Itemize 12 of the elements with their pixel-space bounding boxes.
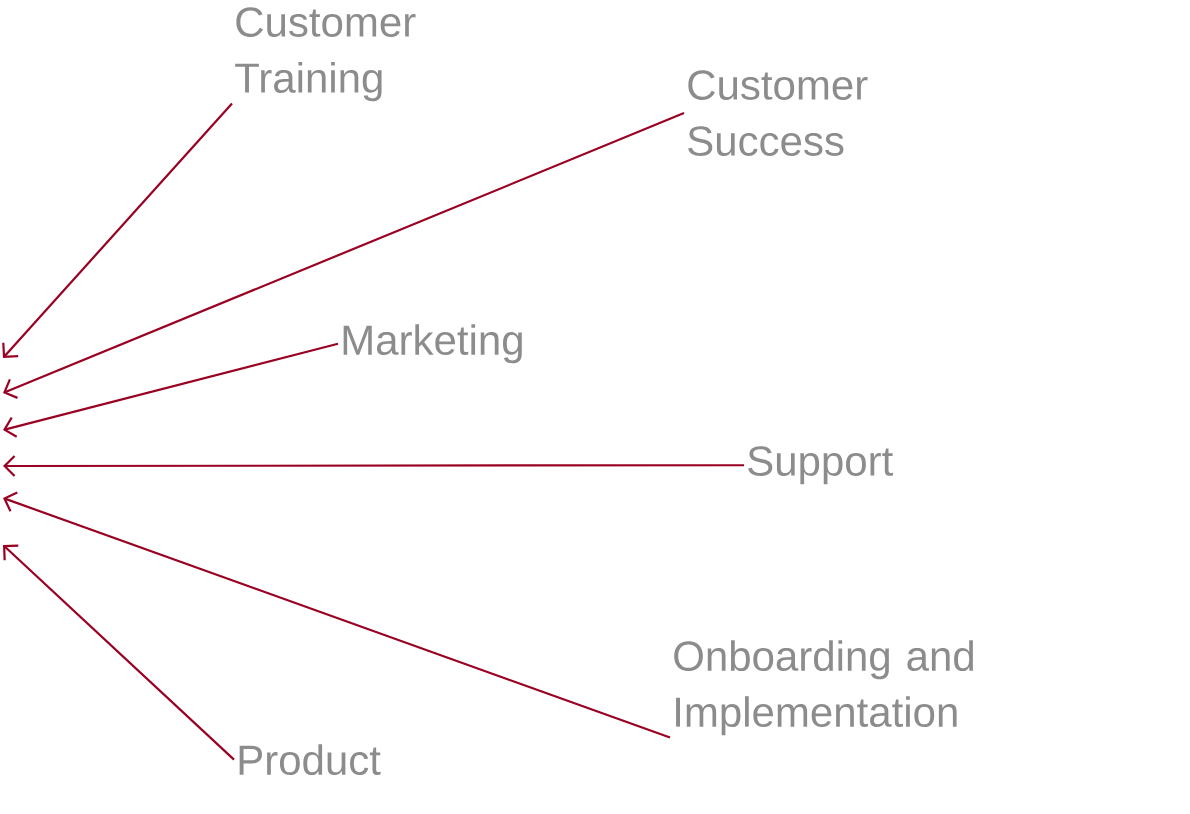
arrow: [3, 342, 339, 438]
arrow: [3, 112, 685, 399]
label-text: Onboarding and Implementation: [674, 640, 973, 736]
label-text: Marketing: [343, 324, 522, 364]
label-text: Customer Training: [235, 7, 416, 102]
label-text: Support: [748, 446, 893, 485]
arrow: [3, 455, 744, 477]
label-text: Customer Success: [688, 70, 868, 156]
arrow: [3, 491, 671, 739]
arrow: [2, 102, 233, 358]
arrow: [3, 544, 235, 761]
label-text: Product: [239, 744, 381, 776]
